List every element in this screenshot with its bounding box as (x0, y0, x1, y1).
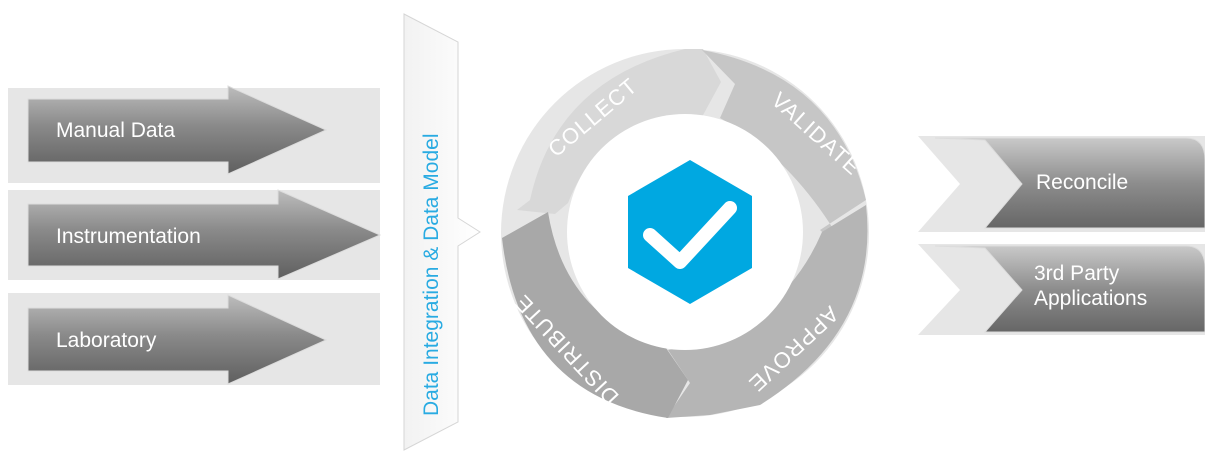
integration-band-shape (403, 13, 481, 451)
input-arrow-shape (27, 85, 328, 175)
checkmark-hexagon-icon (628, 160, 752, 304)
input-label-manual-data: Manual Data (56, 119, 175, 142)
cycle-segment-collect (517, 49, 721, 214)
input-label-instrumentation: Instrumentation (56, 225, 201, 248)
integration-band-label: Data Integration & Data Model (420, 134, 443, 417)
output-label-3rd-party-line1: 3rd Party (1034, 262, 1120, 285)
cycle-segment-validate (702, 50, 866, 258)
output-label-reconcile: Reconcile (1036, 171, 1128, 194)
integration-band: Data Integration & Data Model (403, 13, 481, 451)
output-arrow-3rd-party-applications: 3rd Party Applications (918, 244, 1205, 335)
input-arrow-manual-data: Manual Data (8, 85, 380, 183)
input-arrow-laboratory: Laboratory (8, 293, 380, 385)
output-arrow-shape (934, 137, 1205, 229)
output-arrow-reconcile: Reconcile (918, 136, 1205, 232)
check-icon (643, 201, 737, 269)
input-arrow-shape (27, 189, 382, 280)
input-label-laboratory: Laboratory (56, 329, 157, 352)
output-arrow-shape (934, 245, 1205, 333)
process-cycle: COLLECT VALIDATE APPROVE DISTRIBUTE (501, 49, 869, 418)
output-label-3rd-party-line2: Applications (1034, 287, 1147, 310)
cycle-segment-distribute (502, 212, 688, 418)
input-arrow-shape (27, 294, 328, 385)
hexagon-shape (628, 160, 752, 304)
input-arrow-instrumentation: Instrumentation (8, 189, 382, 280)
